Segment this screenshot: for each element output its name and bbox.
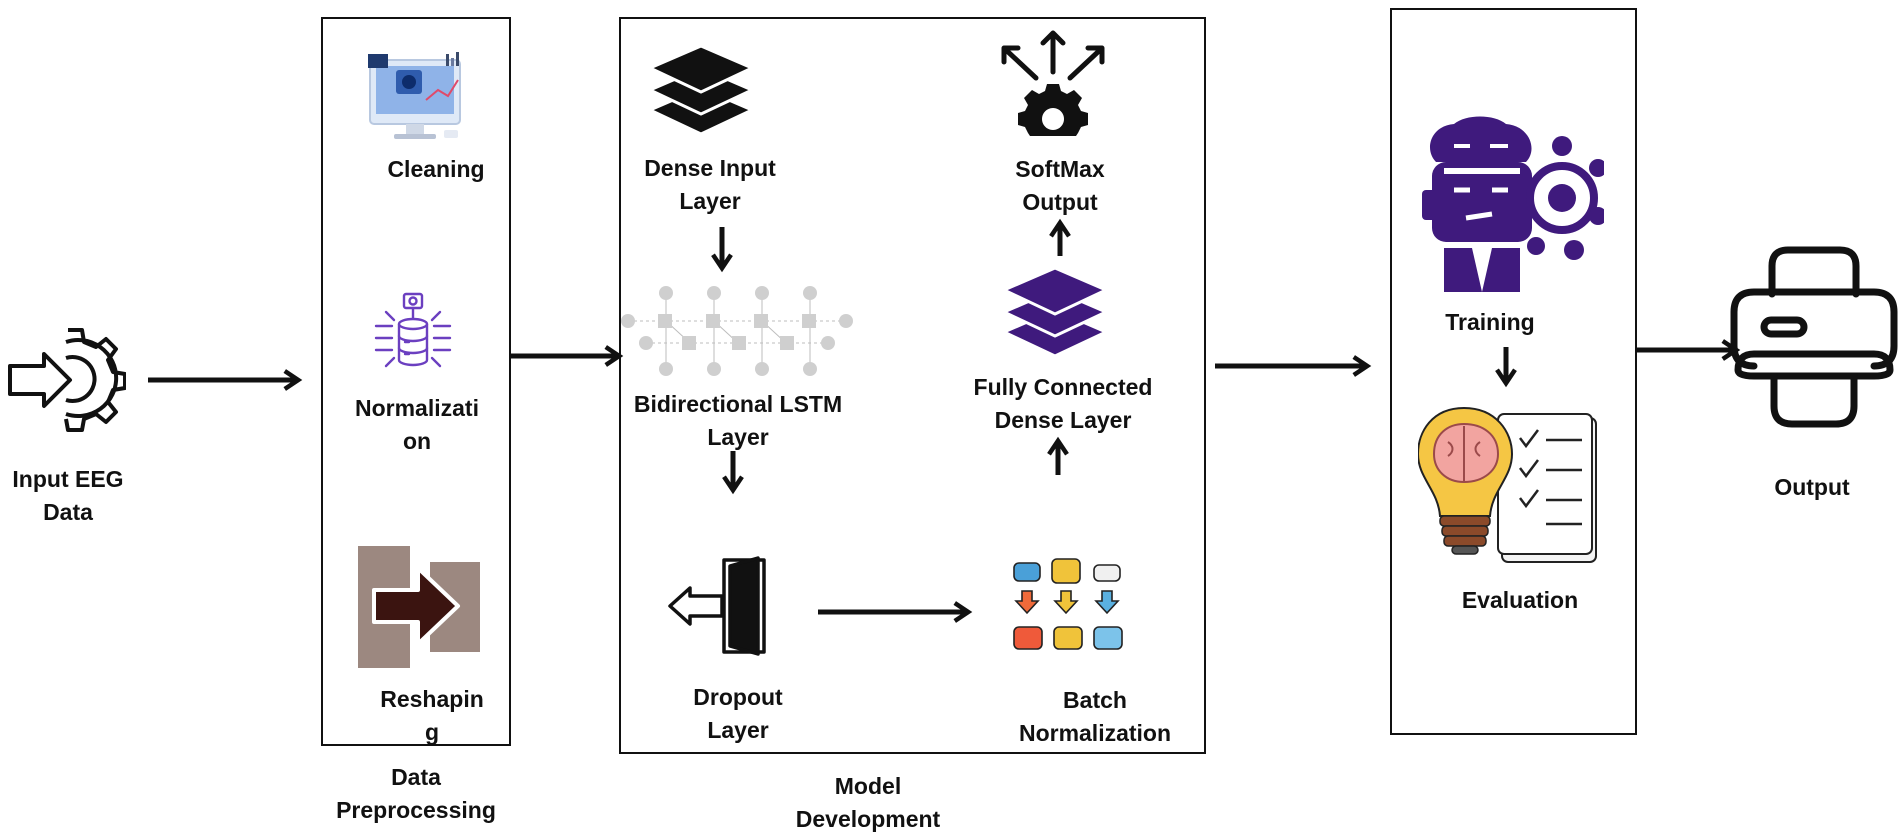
output-label: Output — [1774, 474, 1850, 500]
reshape-arrow-icon — [358, 546, 480, 668]
model-box — [619, 17, 1206, 754]
monitor-cleaning-icon — [366, 52, 476, 144]
reshaping-label: Reshapin g — [380, 686, 484, 745]
database-normalization-icon — [372, 292, 454, 374]
purple-layers-icon — [1000, 266, 1110, 358]
preprocessing-title: Data Preprocessing — [336, 764, 496, 823]
database-transform-icon — [1010, 557, 1124, 659]
door-exit-icon — [666, 556, 778, 656]
printer-output-icon — [1728, 244, 1900, 430]
layers-stack-icon — [646, 44, 756, 136]
evaluation-panel-box — [1390, 8, 1637, 735]
dropout-label: Dropout Layer — [693, 684, 783, 743]
fully-connected-label: Fully Connected Dense Layer — [973, 374, 1153, 433]
lstm-network-icon — [618, 281, 858, 381]
cleaning-label: Cleaning — [387, 156, 485, 182]
bilstm-label: Bidirectional LSTM Layer — [633, 391, 843, 450]
preprocessing-box — [321, 17, 511, 746]
training-label: Training — [1445, 309, 1535, 335]
lightbulb-checklist-icon — [1418, 404, 1608, 566]
gear-arrows-icon — [996, 28, 1110, 138]
gear-arrow-input-icon — [6, 322, 126, 432]
batchnorm-label: Batch Normalization — [1018, 687, 1172, 746]
input-eeg-label: Input EEG Data — [12, 466, 124, 525]
normalization-label: Normalizati on — [355, 395, 479, 454]
dense-input-label: Dense Input Layer — [644, 155, 776, 214]
softmax-label: SoftMax Output — [1015, 156, 1105, 215]
model-title: Model Development — [795, 773, 941, 832]
evaluation-label: Evaluation — [1461, 587, 1579, 613]
robot-brain-gear-icon — [1414, 116, 1604, 292]
